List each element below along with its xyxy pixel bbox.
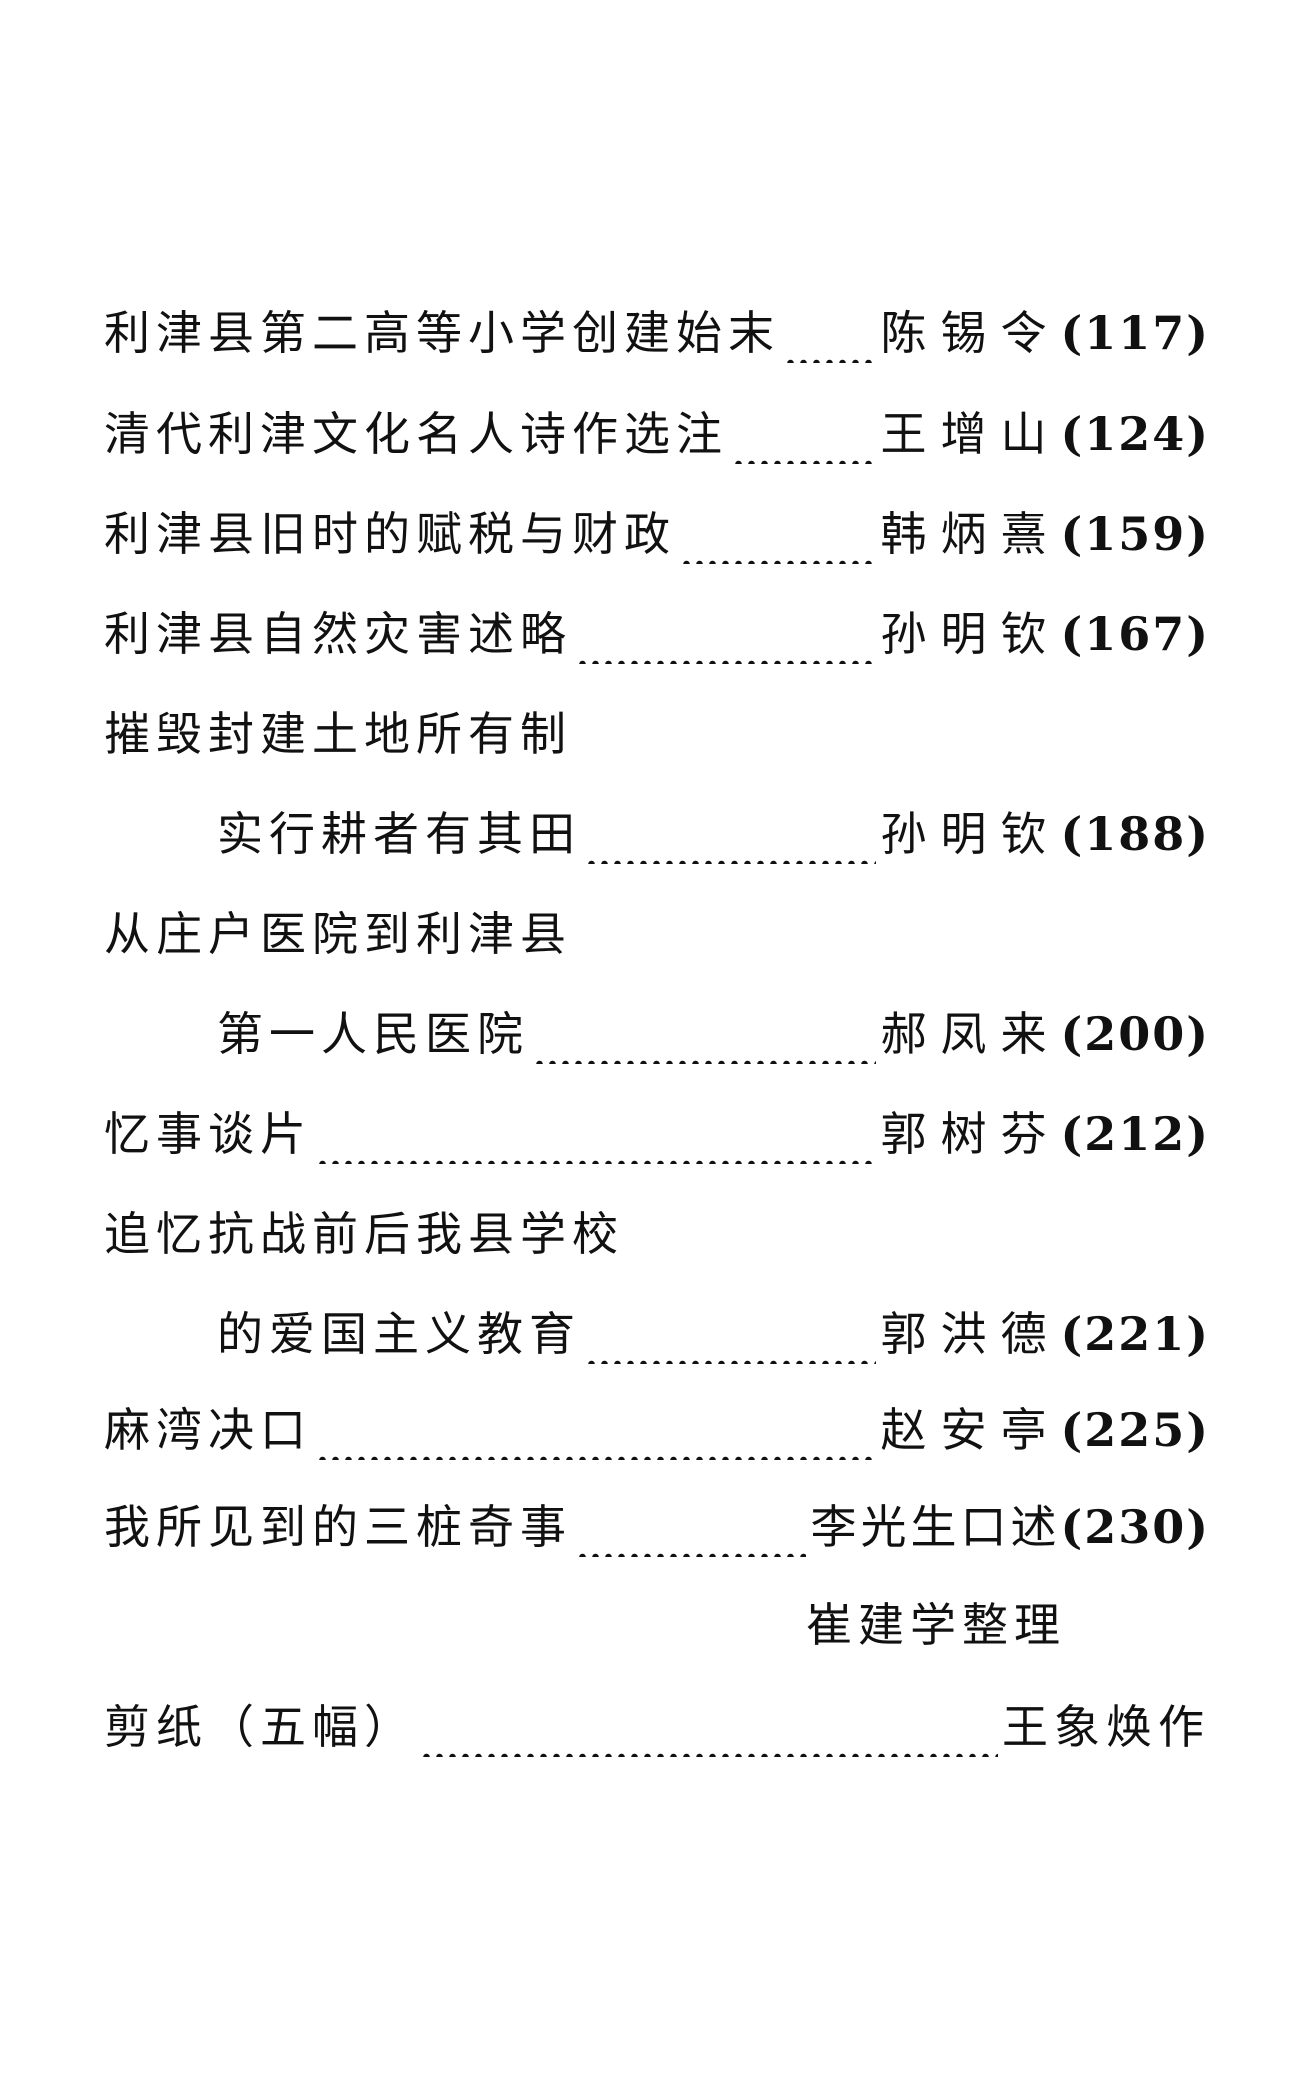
entry-author: 赵安亭 — [880, 1403, 1061, 1457]
toc-entry: 实行耕者有其田 孙明钦 (188) — [217, 804, 1210, 864]
toc-entry: 忆事谈片 郭树芬 (212) — [104, 1104, 1210, 1164]
entry-author: 韩炳熹 — [880, 507, 1061, 561]
entry-author: 陈锡令 — [880, 306, 1061, 360]
entry-title: 我所见到的三桩奇事 — [104, 1500, 572, 1554]
entry-author: 孙明钦 — [880, 807, 1061, 861]
entry-title: 剪纸（五幅） — [104, 1700, 416, 1754]
entry-author: 郝凤来 — [880, 1007, 1061, 1061]
entry-page: (167) — [1060, 607, 1210, 661]
entry-author: 李光生口述 — [810, 1500, 1061, 1554]
toc-entry: 利津县旧时的赋税与财政 韩炳熹 (159) — [104, 504, 1210, 564]
entry-author: 王增山 — [880, 407, 1061, 461]
entry-title: 忆事谈片 — [104, 1107, 312, 1161]
entry-page: (225) — [1060, 1403, 1210, 1457]
entry-title: 追忆抗战前后我县学校 — [104, 1207, 624, 1261]
leader-dots — [576, 1497, 807, 1557]
leader-dots — [576, 604, 877, 664]
entry-title: 从庄户医院到利津县 — [104, 907, 572, 961]
entry-page: (221) — [1060, 1307, 1210, 1361]
leader-dots — [420, 1697, 998, 1757]
leader-dots — [533, 1004, 877, 1064]
toc-entry-title-line1: 摧毁封建土地所有制 — [104, 704, 1210, 764]
toc-entry-title-line1: 从庄户医院到利津县 — [104, 904, 1210, 964]
toc-entry: 剪纸（五幅） 王象焕作 — [104, 1697, 1210, 1757]
toc-entry: 麻湾决口 赵安亭 (225) — [104, 1400, 1210, 1460]
toc-entry: 利津县自然灾害述略 孙明钦 (167) — [104, 604, 1210, 664]
entry-title: 第一人民医院 — [217, 1007, 529, 1061]
entry-page: (117) — [1060, 306, 1210, 360]
entry-title: 摧毁封建土地所有制 — [104, 707, 572, 761]
entry-page: (124) — [1060, 407, 1210, 461]
leader-dots — [585, 1304, 877, 1364]
entry-title: 清代利津文化名人诗作选注 — [104, 407, 728, 461]
leader-dots — [784, 303, 877, 363]
leader-dots — [680, 504, 877, 564]
entry-page: (230) — [1060, 1500, 1210, 1554]
leader-dots — [585, 804, 877, 864]
entry-page: (200) — [1060, 1007, 1210, 1061]
entry-page: (159) — [1060, 507, 1210, 561]
entry-title: 利津县第二高等小学创建始末 — [104, 306, 780, 360]
toc-entry: 第一人民医院 郝凤来 (200) — [217, 1004, 1210, 1064]
leader-dots — [316, 1400, 877, 1460]
toc-entry: 的爱国主义教育 郭洪德 (221) — [217, 1304, 1210, 1364]
entry-author: 郭树芬 — [880, 1107, 1061, 1161]
entry-title: 利津县旧时的赋税与财政 — [104, 507, 676, 561]
entry-title: 利津县自然灾害述略 — [104, 607, 572, 661]
entry-editor: 崔建学整理 — [806, 1598, 1066, 1652]
entry-page: (212) — [1060, 1107, 1210, 1161]
toc-entry-title-line1: 追忆抗战前后我县学校 — [104, 1204, 1210, 1264]
entry-page: (188) — [1060, 807, 1210, 861]
entry-title: 麻湾决口 — [104, 1403, 312, 1457]
entry-title: 实行耕者有其田 — [217, 807, 581, 861]
toc-entry: 清代利津文化名人诗作选注 王增山 (124) — [104, 404, 1210, 464]
leader-dots — [732, 404, 877, 464]
leader-dots — [316, 1104, 877, 1164]
entry-author: 孙明钦 — [880, 607, 1061, 661]
toc-entry: 利津县第二高等小学创建始末 陈锡令 (117) — [104, 303, 1210, 363]
toc-entry: 我所见到的三桩奇事 李光生口述 (230) — [104, 1497, 1210, 1557]
entry-author: 王象焕作 — [1002, 1700, 1210, 1754]
entry-title: 的爱国主义教育 — [217, 1307, 581, 1361]
entry-author: 郭洪德 — [880, 1307, 1061, 1361]
